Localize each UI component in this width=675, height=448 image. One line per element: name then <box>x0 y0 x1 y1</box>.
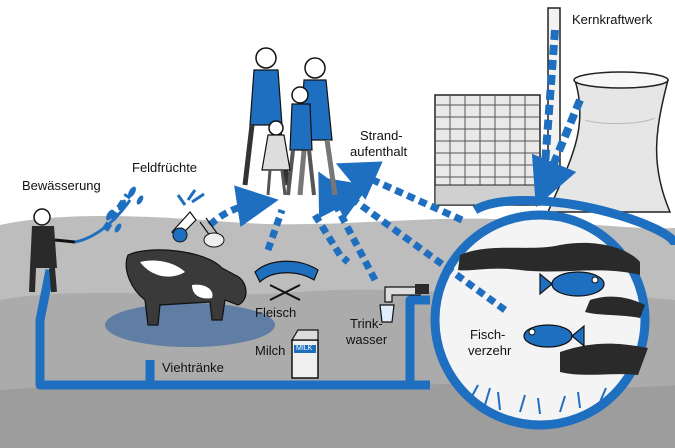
label-viehtraenke: Viehtränke <box>162 360 224 375</box>
label-fleisch: Fleisch <box>255 305 296 320</box>
fish-water-circle <box>435 215 648 425</box>
label-kernkraftwerk: Kernkraftwerk <box>572 12 652 27</box>
milk-carton-icon <box>292 330 318 378</box>
label-bewaesserung: Bewässerung <box>22 178 101 193</box>
label-fisch-line2: verzehr <box>468 343 511 358</box>
label-feldfruechte: Feldfrüchte <box>132 160 197 175</box>
label-trink-line2: wasser <box>346 332 387 347</box>
label-trink-line1: Trink- <box>350 316 383 331</box>
label-strand-line2: aufenthalt <box>350 144 407 159</box>
milk-carton-text: MILK <box>296 345 312 353</box>
label-strand-line1: Strand- <box>360 128 403 143</box>
family-icon <box>245 48 335 195</box>
label-milch: Milch <box>255 343 285 358</box>
label-fisch-line1: Fisch- <box>470 327 505 342</box>
